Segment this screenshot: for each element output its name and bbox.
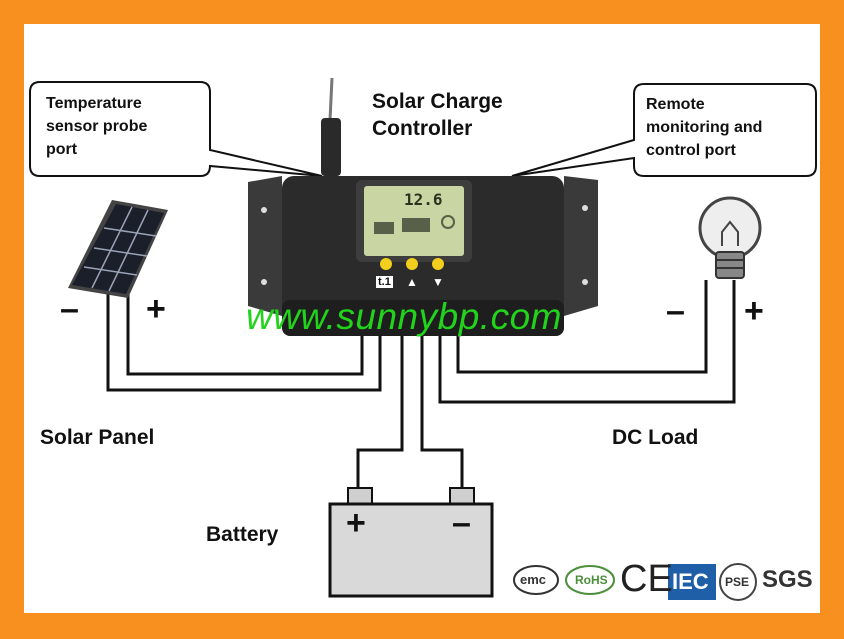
pse-text: PSE xyxy=(725,575,750,589)
button-2 xyxy=(406,258,418,270)
light-bulb-icon xyxy=(698,196,762,279)
lcd-value: 12.6 xyxy=(404,190,443,209)
iec-text: IEC xyxy=(672,569,709,594)
diagram-title: Solar Charge Controller xyxy=(372,90,503,140)
rohs-text: RoHS xyxy=(575,573,608,587)
wire-panel-negative xyxy=(106,292,382,392)
load-minus-sign: – xyxy=(666,292,685,330)
callout-remote-bubble xyxy=(511,83,817,177)
wiring xyxy=(106,280,736,488)
callout-temperature-bubble xyxy=(29,81,323,177)
button-label-1: t.1 xyxy=(376,276,393,288)
solar-panel-icon xyxy=(68,200,168,298)
battery-minus-sign: – xyxy=(452,504,471,542)
charge-controller-icon xyxy=(248,176,598,336)
battery-icon xyxy=(328,487,494,598)
wire-load-positive xyxy=(438,280,736,404)
temperature-probe-cable xyxy=(321,77,341,176)
emc-logo xyxy=(513,565,559,595)
panel-plus-sign: + xyxy=(146,290,166,328)
iec-logo xyxy=(668,564,716,600)
ce-text: CE xyxy=(620,558,673,600)
panel-minus-sign: – xyxy=(60,290,79,328)
callout-remote-text: Remote monitoring and control port xyxy=(646,96,763,159)
solar-panel-label: Solar Panel xyxy=(40,426,155,449)
emc-text: emc xyxy=(520,572,547,587)
button-3 xyxy=(432,258,444,270)
sgs-text: SGS xyxy=(762,566,813,593)
rohs-logo xyxy=(565,565,615,595)
website-watermark: www.sunnybp.com xyxy=(246,296,562,337)
pse-logo xyxy=(719,563,757,601)
button-1 xyxy=(380,258,392,270)
wire-battery-positive xyxy=(356,330,404,488)
wire-battery-negative xyxy=(420,330,464,488)
button-label-2: ▲ xyxy=(406,275,418,289)
battery-label: Battery xyxy=(206,523,279,546)
dc-load-label: DC Load xyxy=(612,426,699,449)
battery-plus-sign: + xyxy=(346,504,366,542)
callout-temperature-text: Temperature sensor probe port xyxy=(46,95,148,158)
button-label-3: ▼ xyxy=(432,275,444,289)
wire-load-negative xyxy=(456,280,708,374)
load-plus-sign: + xyxy=(744,292,764,330)
wire-panel-positive xyxy=(126,292,364,376)
certification-logos xyxy=(513,563,757,601)
